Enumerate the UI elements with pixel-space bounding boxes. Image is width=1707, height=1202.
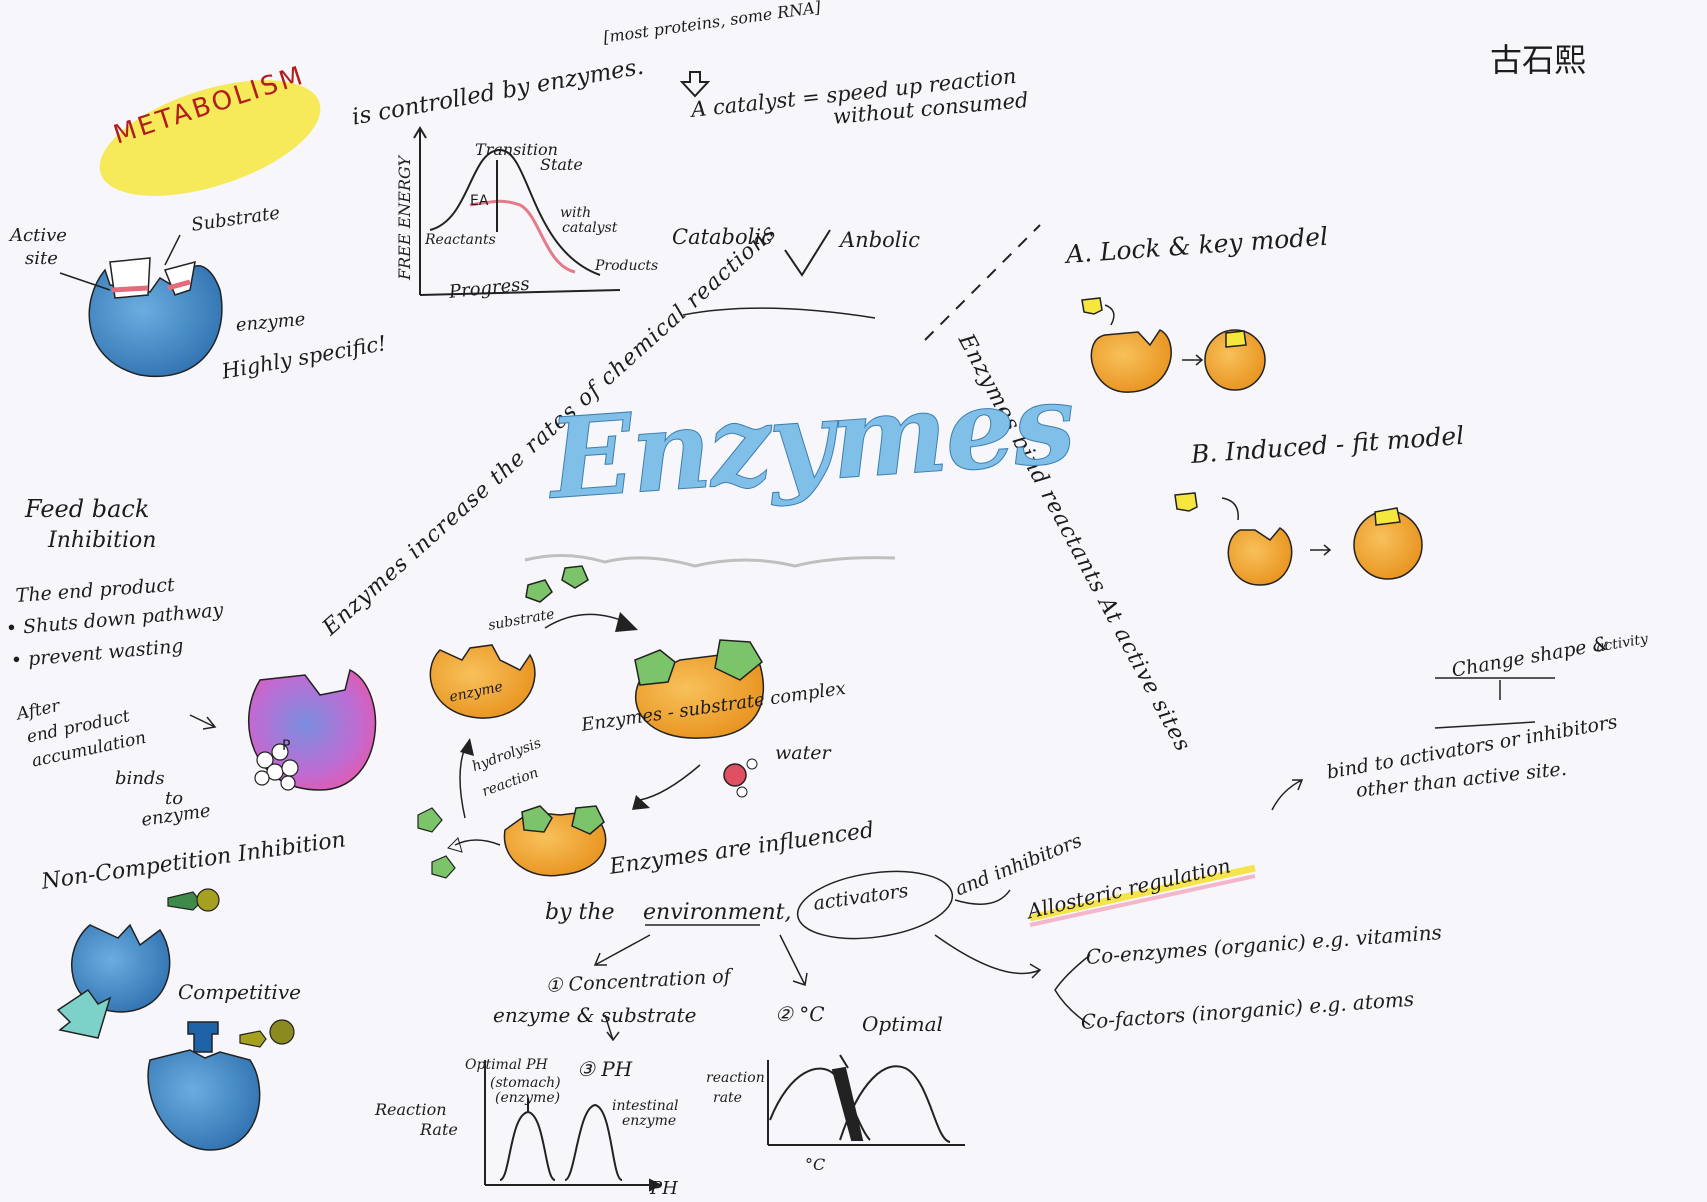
cycle-enzyme bbox=[429, 644, 536, 719]
competitive-enzyme bbox=[147, 1019, 295, 1151]
temp-rate-label: rate bbox=[713, 1090, 742, 1106]
with-catalyst-label-1: with bbox=[560, 205, 592, 221]
noncompetitive-enzyme bbox=[56, 888, 220, 1039]
feedback-title-2: Inhibition bbox=[48, 528, 157, 553]
environment-label: environment, bbox=[643, 900, 792, 925]
check-mark bbox=[784, 229, 831, 277]
active-site-label-2: site bbox=[25, 248, 58, 269]
state-label: State bbox=[540, 155, 583, 174]
cofactor-bracket bbox=[1054, 954, 1091, 1026]
metabolism-highlight bbox=[99, 80, 321, 196]
catabolic-label: Catabolic bbox=[672, 225, 773, 249]
temperature-graph bbox=[767, 1054, 965, 1146]
feedback-title: Feed back bbox=[25, 495, 150, 523]
activators-circle bbox=[796, 870, 954, 940]
product-p-label: P bbox=[282, 738, 291, 754]
ph-graph bbox=[484, 1060, 663, 1192]
enzyme-substrate-complex bbox=[634, 639, 765, 739]
anabolic-label: Anbolic bbox=[840, 228, 920, 252]
product-pentagon bbox=[431, 855, 456, 879]
stomach-label: (stomach) bbox=[490, 1075, 561, 1091]
with-catalyst-label-2: catalyst bbox=[562, 220, 618, 236]
free-energy-graph bbox=[413, 126, 621, 296]
temperature-label: ② °C bbox=[775, 1002, 825, 1026]
binds-label-1: binds bbox=[115, 768, 165, 789]
reactants-label: Reactants bbox=[425, 232, 496, 248]
optimal-label: Optimal bbox=[862, 1012, 943, 1036]
allosteric-highlight bbox=[1029, 864, 1256, 922]
transition-label: Transition bbox=[475, 140, 558, 159]
product-pentagon bbox=[417, 807, 443, 833]
temp-axis-label: °C bbox=[805, 1155, 826, 1174]
optimal-ph-label: Optimal PH bbox=[465, 1057, 548, 1073]
ph-factor-label: ③ PH bbox=[577, 1057, 633, 1081]
ph-axis-label: PH bbox=[650, 1178, 678, 1199]
hydrolysis-enzyme bbox=[503, 805, 607, 877]
active-site-enzyme bbox=[88, 257, 223, 378]
ph-rate-label: Rate bbox=[420, 1120, 458, 1139]
temp-reaction-label: reaction bbox=[706, 1070, 765, 1086]
intestinal-label-2: enzyme bbox=[622, 1113, 677, 1129]
active-site-label: Active bbox=[10, 225, 67, 246]
lock-key-model bbox=[1081, 297, 1266, 393]
induced-fit-model bbox=[1174, 492, 1423, 586]
title-shading bbox=[524, 554, 896, 568]
author-signature: 古石熙 bbox=[1490, 41, 1587, 79]
free-energy-axis-label: FREE ENERGY bbox=[395, 155, 414, 280]
down-arrow-icon bbox=[679, 71, 711, 98]
concentration-label-2: enzyme & substrate bbox=[493, 1003, 697, 1027]
water-label: water bbox=[775, 742, 831, 764]
ea-label: EA bbox=[470, 193, 489, 209]
feedback-enzyme bbox=[189, 668, 377, 791]
competitive-label: Competitive bbox=[178, 980, 301, 1004]
stomach-enzyme-label: (enzyme) bbox=[495, 1090, 561, 1106]
binds-label-2: to bbox=[165, 788, 184, 809]
water-molecule bbox=[723, 758, 758, 798]
products-label: Products bbox=[595, 258, 659, 274]
ph-reaction-label: Reaction bbox=[375, 1100, 447, 1119]
dashed-divider bbox=[924, 224, 1041, 341]
cycle-substrate bbox=[525, 565, 589, 603]
intestinal-label-1: intestinal bbox=[612, 1098, 679, 1114]
by-the-label: by the bbox=[545, 900, 615, 925]
